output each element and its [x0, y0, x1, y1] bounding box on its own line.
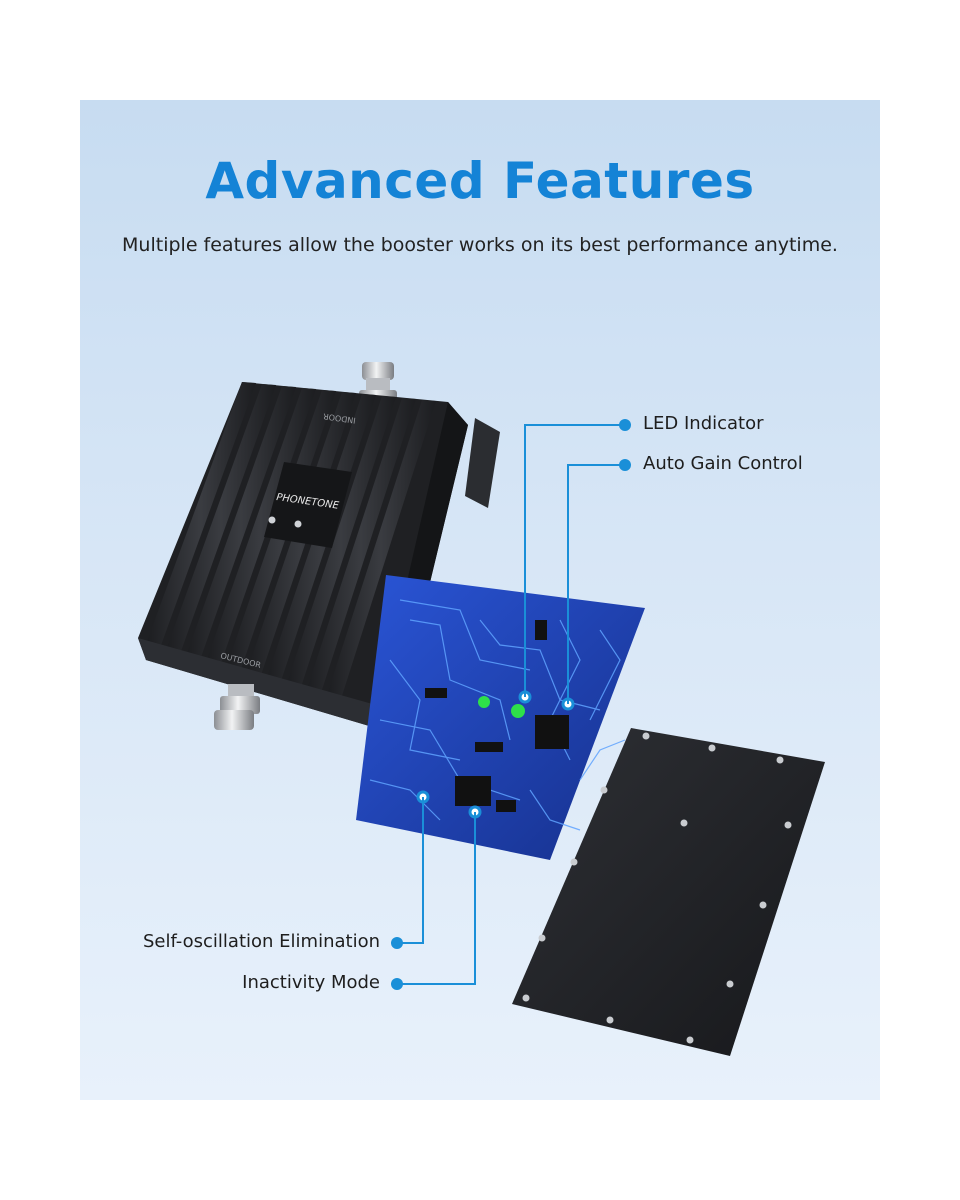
pcb-traces [369, 599, 626, 831]
self-oscillation-label: Self-oscillation Elimination [142, 931, 380, 952]
back-cover-plate [512, 728, 825, 1056]
green-led-2 [511, 704, 525, 718]
page-title: Advanced Features [205, 152, 755, 210]
page-subtitle: Multiple features allow the booster work… [122, 234, 838, 256]
feature-panel: Advanced Features Multiple features allo… [80, 100, 880, 1100]
heat-sink-fins [146, 382, 436, 702]
led-indicator-dot [619, 419, 631, 431]
inactivity-mode-label: Inactivity Mode [242, 972, 380, 993]
auto-gain-control-label: Auto Gain Control [643, 453, 803, 474]
brand-plate [264, 462, 352, 548]
outdoor-connector [214, 684, 260, 730]
pcb-chip-main [535, 715, 569, 749]
inactivity-mode-dot [391, 978, 403, 990]
circuit-board [356, 575, 645, 860]
led-indicator-label: LED Indicator [643, 413, 764, 434]
pcb-chip-secondary [455, 776, 491, 806]
callout-lines [398, 424, 622, 985]
green-led-1 [478, 696, 490, 708]
self-oscillation-dot [391, 937, 403, 949]
auto-gain-control-dot [619, 459, 631, 471]
product-illustration: PHONETONE INDOOR OUTDOOR [138, 362, 825, 1056]
